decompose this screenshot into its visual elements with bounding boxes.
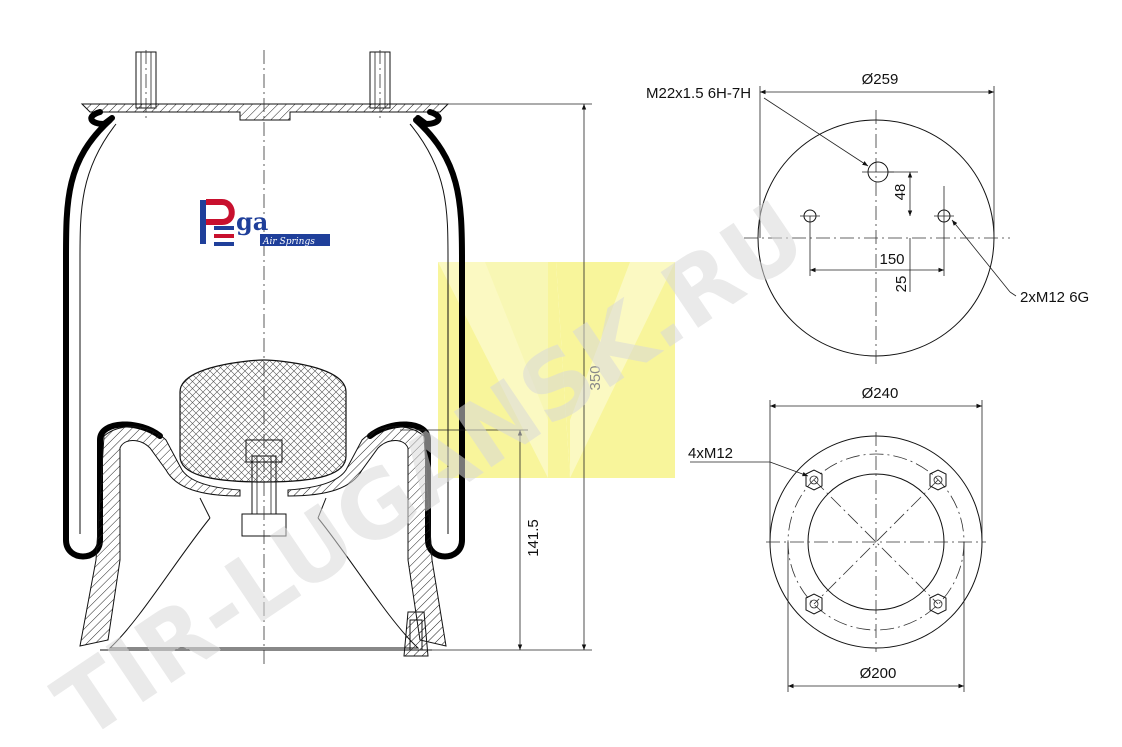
dim-piston-height: 141.5 xyxy=(525,519,542,557)
dim-base-bolt-thread: 4xM12 xyxy=(688,445,733,462)
base-nut-tr xyxy=(929,469,947,491)
piston-right-wall xyxy=(287,426,447,647)
dim-top-diameter: Ø259 xyxy=(862,71,899,88)
dim-bolt-spacing: 150 xyxy=(879,251,904,268)
top-plate-view: Ø259 M22x1.5 6H-7H 48 150 25 2xM12 6G xyxy=(646,71,1089,368)
piston-left-wall xyxy=(79,426,241,647)
bump-stop xyxy=(179,359,347,483)
bellows-wall xyxy=(63,117,163,560)
dim-inlet-offset: 48 xyxy=(892,184,909,201)
dim-top-bolt-thread: 2xM12 6G xyxy=(1020,289,1089,306)
dim-total-height: 350 xyxy=(587,365,604,390)
base-nut-tl xyxy=(805,469,823,491)
base-nut-bl xyxy=(805,593,823,615)
brand-logo: ga Air Springs xyxy=(200,199,330,247)
piston-cone xyxy=(108,517,420,649)
height-dimension: 350 xyxy=(430,103,604,651)
top-plate xyxy=(80,103,450,121)
air-spring-section xyxy=(63,50,465,668)
dim-air-inlet-thread: M22x1.5 6H-7H xyxy=(646,85,751,102)
base-view: Ø240 4xM12 Ø200 xyxy=(688,385,986,692)
piston-height-dimension: 141.5 xyxy=(400,429,542,650)
dim-lower-offset: 25 xyxy=(893,276,910,293)
logo-ga-text: ga xyxy=(236,207,268,236)
dim-bolt-circle: Ø200 xyxy=(860,665,897,682)
dim-base-diameter: Ø240 xyxy=(862,385,899,402)
bottom-stud xyxy=(403,611,429,657)
logo-subtitle: Air Springs xyxy=(262,237,315,247)
base-nut-br xyxy=(929,593,947,615)
